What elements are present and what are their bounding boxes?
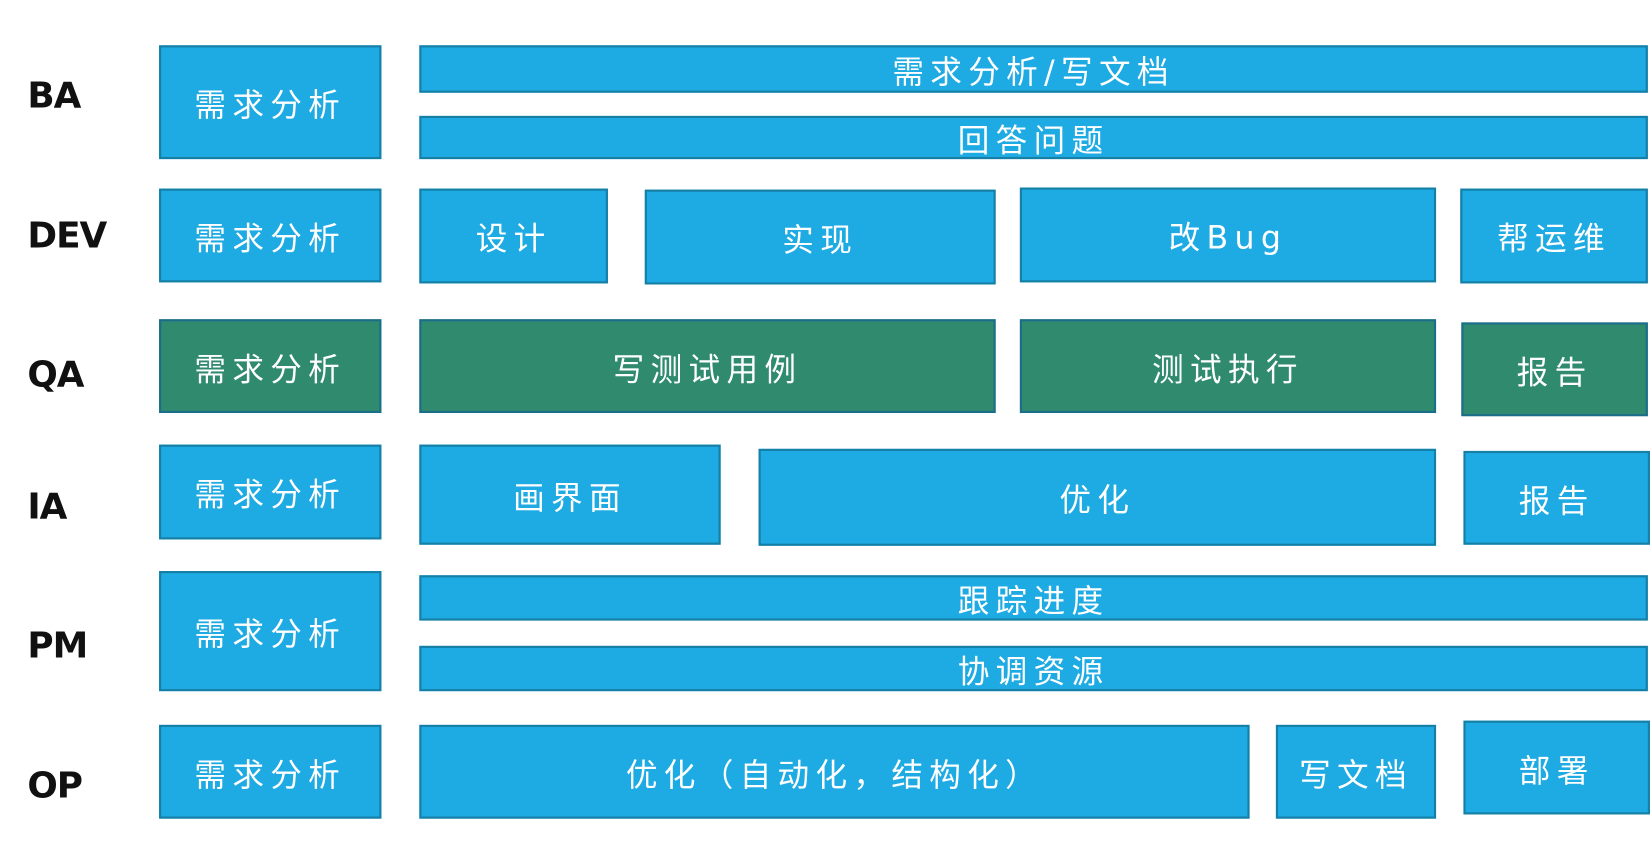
task-dev-ops-help: 帮运维 bbox=[1460, 188, 1648, 284]
task-ba-answer: 回答问题 bbox=[419, 115, 1648, 160]
task-dev-requirements: 需求分析 bbox=[159, 188, 382, 283]
task-pm-requirements: 需求分析 bbox=[159, 571, 382, 692]
task-op-deploy: 部署 bbox=[1463, 720, 1650, 815]
task-ia-report: 报告 bbox=[1463, 450, 1650, 545]
role-label-qa: QA bbox=[27, 354, 84, 397]
task-qa-report: 报告 bbox=[1461, 322, 1648, 417]
role-label-ia: IA bbox=[27, 485, 67, 528]
task-op-optimize: 优化（自动化，结构化） bbox=[419, 724, 1250, 819]
task-pm-tracking: 跟踪进度 bbox=[419, 575, 1648, 621]
role-label-dev: DEV bbox=[27, 214, 107, 258]
task-op-requirements: 需求分析 bbox=[159, 724, 382, 819]
task-ia-requirements: 需求分析 bbox=[159, 444, 382, 540]
task-dev-bugfix: 改Bug bbox=[1019, 187, 1437, 283]
task-qa-testcases: 写测试用例 bbox=[419, 319, 996, 414]
task-ia-ui-drawing: 画界面 bbox=[419, 444, 721, 545]
task-op-docs: 写文档 bbox=[1275, 724, 1437, 819]
task-qa-requirements: 需求分析 bbox=[159, 319, 382, 414]
task-qa-execute: 测试执行 bbox=[1019, 319, 1437, 414]
task-ba-docs: 需求分析/写文档 bbox=[419, 45, 1648, 93]
task-dev-design: 设计 bbox=[419, 188, 608, 284]
task-dev-implement: 实现 bbox=[644, 189, 996, 285]
role-label-ba: BA bbox=[27, 74, 81, 117]
task-ba-requirements: 需求分析 bbox=[159, 45, 382, 160]
role-label-op: OP bbox=[27, 764, 83, 808]
task-pm-coordinate: 协调资源 bbox=[419, 645, 1648, 692]
task-ia-optimize: 优化 bbox=[758, 448, 1437, 546]
role-label-pm: PM bbox=[27, 624, 88, 667]
